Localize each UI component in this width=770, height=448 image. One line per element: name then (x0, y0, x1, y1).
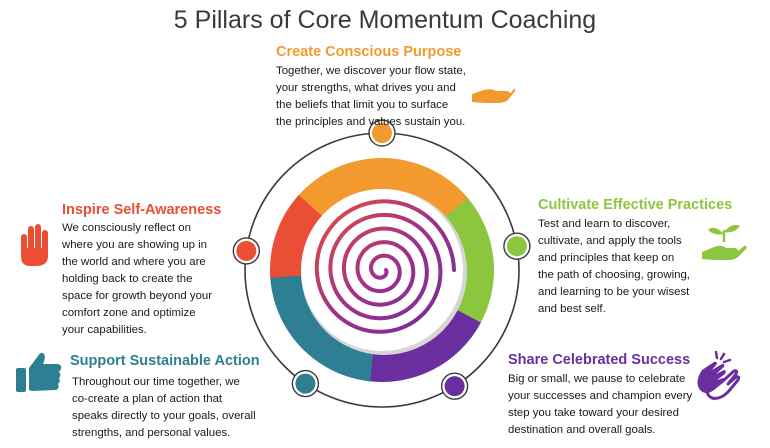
success-line: destination and overall goals. (508, 424, 656, 436)
action-line: co-create a plan of action that (72, 393, 223, 405)
hand-sprout-icon (702, 224, 747, 260)
awareness-line: where you are showing up in (62, 239, 208, 251)
practices-line: the path of choosing, growing, (538, 269, 690, 281)
awareness-line: your capabilities. (62, 324, 147, 336)
practices-line: and best self. (538, 303, 606, 315)
awareness-line: space for growth beyond your (62, 290, 213, 302)
purpose-heading: Create Conscious Purpose (276, 44, 462, 60)
practices-line: Test and learn to discover, (538, 218, 671, 230)
purpose-text: Together, we discover your flow state, y… (276, 63, 486, 131)
spiral-graphic (314, 199, 456, 334)
thumbs-up-icon (16, 352, 62, 392)
success-line: step you take toward your desired (508, 407, 679, 419)
practices-node (506, 236, 527, 257)
purpose-node (372, 123, 392, 143)
success-heading: Share Celebrated Success (508, 352, 691, 368)
purpose-line: the beliefs that limit you to surface (276, 99, 449, 111)
action-node (295, 373, 316, 394)
success-node (444, 376, 465, 397)
action-line: Throughout our time together, we (72, 376, 240, 388)
ring-nodes (232, 119, 531, 400)
success-line: your successes and champion every (508, 390, 693, 402)
action-heading: Support Sustainable Action (70, 353, 260, 369)
awareness-segment (270, 195, 323, 278)
awareness-line: holding back to create the (62, 273, 193, 285)
clapping-hands-icon (697, 350, 741, 400)
purpose-line: your strengths, what drives you and (276, 82, 456, 94)
awareness-line: comfort zone and optimize (62, 307, 196, 319)
practices-line: and learning to be your wisest (538, 286, 690, 298)
page-title: 5 Pillars of Core Momentum Coaching (173, 6, 597, 34)
awareness-line: We consciously reflect on (62, 222, 191, 234)
awareness-node (236, 240, 257, 261)
practices-line: cultivate, and apply the tools (538, 235, 682, 247)
practices-heading: Cultivate Effective Practices (538, 197, 733, 213)
raised-hand-icon (21, 224, 48, 266)
success-text: Big or small, we pause to celebrate your… (508, 371, 713, 439)
practices-line: and principles that keep on (538, 252, 675, 264)
purpose-line: the principles and values sustain you. (276, 116, 466, 128)
action-segment (270, 272, 374, 382)
awareness-text: We consciously reflect on where you are … (62, 220, 237, 339)
action-line: strengths, and personal values. (72, 427, 231, 439)
open-hand-icon (472, 88, 516, 103)
awareness-heading: Inspire Self-Awareness (62, 202, 222, 218)
practices-text: Test and learn to discover, cultivate, a… (538, 216, 713, 318)
action-line: speaks directly to your goals, overall (72, 410, 256, 422)
purpose-line: Together, we discover your flow state, (276, 65, 466, 77)
awareness-line: the world and where you are (62, 256, 206, 268)
success-line: Big or small, we pause to celebrate (508, 373, 686, 385)
action-text: Throughout our time together, we co-crea… (72, 374, 272, 442)
practices-segment (443, 198, 495, 326)
